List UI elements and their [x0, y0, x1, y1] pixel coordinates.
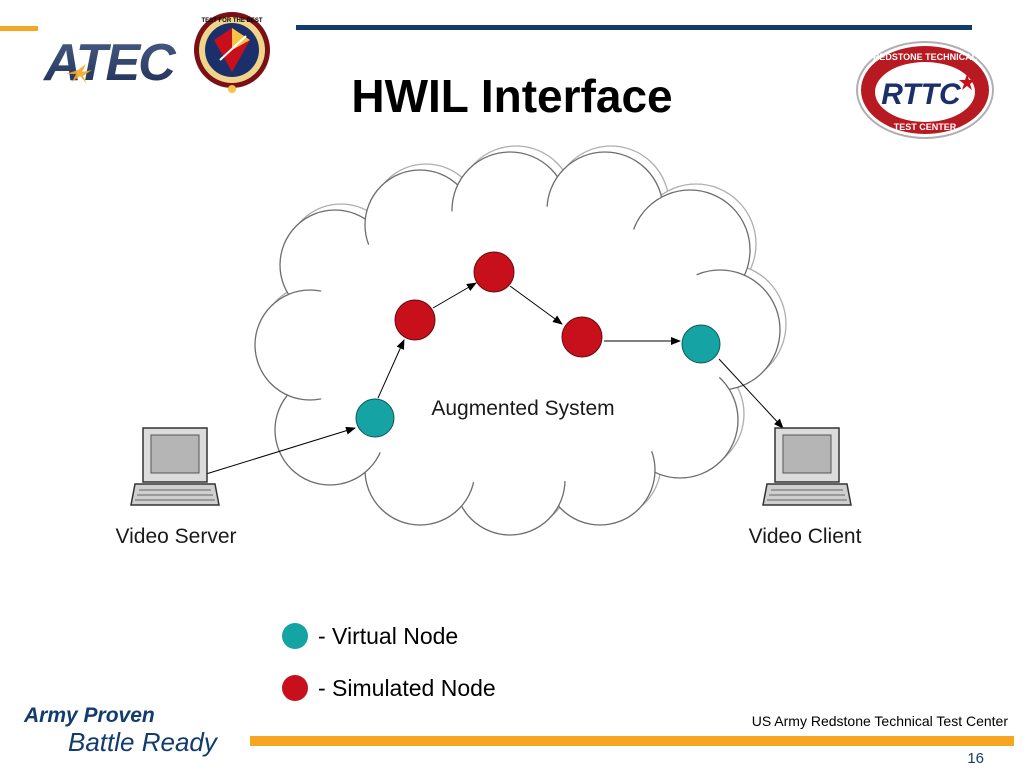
bottom-accent-bar [250, 736, 1014, 746]
atec-logo-text: ATEC [42, 34, 177, 92]
simulated-node-legend-dot [282, 675, 308, 701]
rttc-main-text: RTTC [881, 78, 962, 111]
tagline-battle-ready: Battle Ready [68, 727, 217, 757]
legend-virtual-node: - Virtual Node [282, 622, 458, 650]
tagline-army-proven: Army Proven [24, 704, 155, 727]
video-client-laptop-icon [762, 427, 852, 506]
virtual-node-1 [355, 398, 395, 438]
top-accent-bar-navy [296, 25, 972, 30]
simulated-node-1 [394, 299, 436, 341]
atec-logo: ATEC [42, 34, 179, 92]
simulated-node-3 [561, 316, 603, 358]
simulated-node-2 [473, 251, 515, 293]
arrow-virtual-node-1-to-simulated-node-1 [377, 339, 405, 399]
virtual-node-legend-label: - Virtual Node [318, 622, 459, 649]
legend-simulated-node: - Simulated Node [282, 674, 496, 702]
arrow-simulated-node-2-to-simulated-node-3 [509, 285, 563, 325]
footer-organization: US Army Redstone Technical Test Center [751, 713, 1008, 729]
arrow-server-to-virtual-node-1 [205, 426, 356, 475]
simulated-node-legend-label: - Simulated Node [318, 674, 496, 701]
video-client-label: Video Client [749, 525, 862, 548]
test-for-the-best-seal-logo: TEST FOR THE BEST [194, 12, 270, 93]
arrow-virtual-node-2-to-client [718, 358, 784, 429]
seal-text: TEST FOR THE BEST [201, 18, 262, 24]
rttc-logo: REDSTONE TECHNICAL RTTC TEST CENTER [856, 41, 994, 139]
cloud-interior [305, 205, 725, 485]
rttc-bottom-text: TEST CENTER [894, 122, 957, 132]
video-server-laptop-icon [130, 427, 220, 506]
video-server-label: Video Server [115, 525, 236, 548]
page-number: 16 [967, 750, 984, 767]
arrow-simulated-node-1-to-simulated-node-2 [432, 282, 477, 309]
slide-title: HWIL Interface [351, 70, 673, 122]
top-accent-bar-orange [0, 26, 38, 31]
virtual-node-2 [681, 324, 721, 364]
cloud-label: Augmented System [431, 397, 614, 420]
rttc-top-text: REDSTONE TECHNICAL [873, 52, 978, 62]
virtual-node-legend-dot [282, 623, 308, 649]
